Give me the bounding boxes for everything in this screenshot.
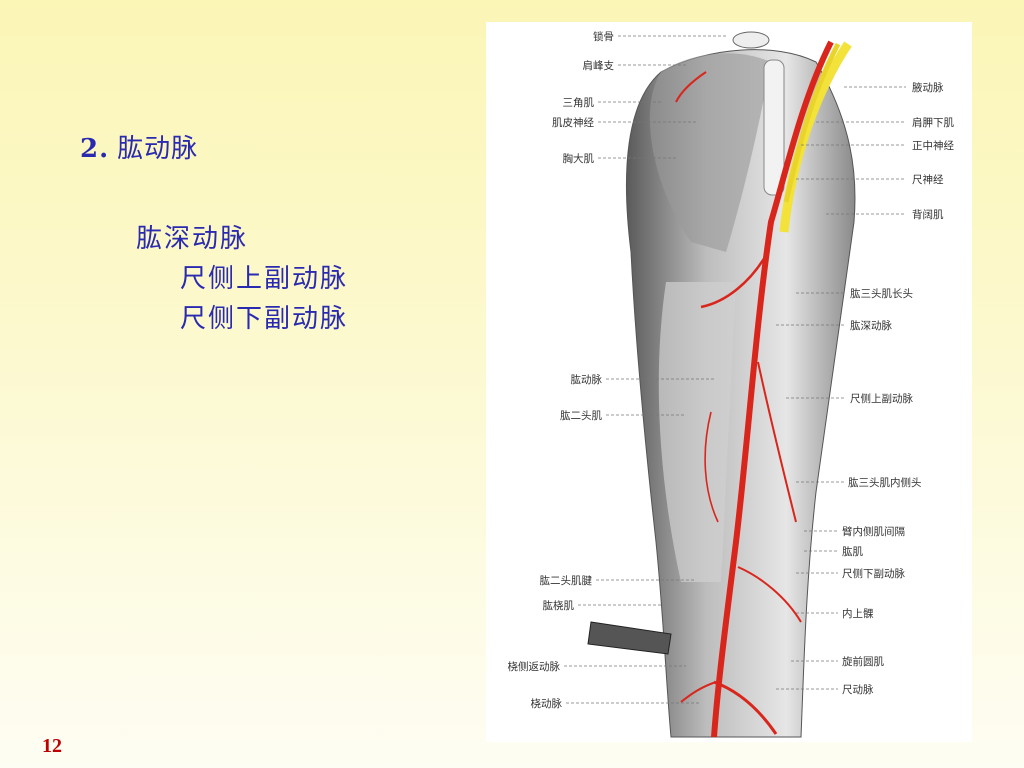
label-radial-artery: 桡动脉: [531, 697, 563, 710]
label-brachial-artery: 肱动脉: [571, 373, 603, 386]
deltoid-muscle: [649, 53, 771, 252]
label-biceps: 肱二头肌: [560, 409, 602, 422]
label-pronator-teres: 旋前圆肌: [842, 655, 884, 668]
retractor-tool: [587, 621, 672, 655]
label-subscapularis: 肩胛下肌: [912, 116, 954, 129]
label-latissimus-dorsi: 背阔肌: [912, 208, 944, 221]
label-clavicle: 锁骨: [593, 30, 614, 43]
brachial-artery: [711, 40, 834, 738]
label-brachioradialis: 肱桡肌: [543, 599, 575, 612]
label-deep-brachial-artery: 肱深动脉: [850, 319, 892, 332]
biceps-muscle: [658, 282, 736, 582]
leader-lines: [564, 35, 906, 704]
label-deltoid: 三角肌: [563, 97, 595, 109]
branch-inferior-ulnar-collateral: 尺侧下副动脉: [180, 304, 349, 334]
heading-number: 2.: [80, 134, 110, 164]
label-triceps-long-head: 肱三头肌长头: [850, 287, 913, 300]
label-inferior-ulnar-collateral: 尺侧下副动脉: [842, 567, 905, 580]
label-radial-recurrent-artery: 桡侧返动脉: [508, 660, 561, 673]
label-acromial-branch: 肩峰支: [583, 59, 615, 72]
inferior-ulnar-collateral-artery: [737, 566, 802, 623]
label-axillary-artery: 腋动脉: [912, 81, 944, 94]
label-medial-intermuscular-septum: 臂内侧肌间隔: [842, 525, 905, 538]
label-triceps-medial-head: 肱三头肌内侧头: [848, 476, 922, 489]
label-ulnar-artery: 尺动脉: [842, 683, 874, 696]
label-superior-ulnar-collateral: 尺侧上副动脉: [850, 392, 913, 405]
anatomy-figure: 锁骨 肩峰支 三角肌 肌皮神经 胸大肌 肱动脉 肱二头肌 肱二头肌腱 肱桡肌 桡…: [486, 22, 972, 742]
branch-superior-ulnar-collateral: 尺侧上副动脉: [180, 264, 349, 294]
label-pectoralis-major: 胸大肌: [563, 152, 595, 165]
label-ulnar-nerve: 尺神经: [912, 173, 944, 186]
deep-brachial-artery: [700, 251, 770, 309]
radial-recurrent-artery: [680, 681, 717, 703]
label-median-nerve: 正中神经: [912, 139, 954, 152]
pectoralis-cut-edge: [763, 59, 785, 196]
page-number: 12: [42, 735, 62, 757]
label-musculocutaneous-nerve: 肌皮神经: [552, 116, 594, 129]
branch-deep-brachial-artery: 肱深动脉: [136, 224, 249, 254]
label-medial-epicondyle: 内上髁: [842, 607, 874, 620]
label-biceps-tendon: 肱二头肌腱: [540, 574, 593, 587]
heading-title: 肱动脉: [117, 134, 199, 164]
label-brachialis: 肱肌: [842, 545, 863, 558]
section-heading: 2.肱动脉: [80, 128, 198, 165]
arm-illustration: 锁骨 肩峰支 三角肌 肌皮神经 胸大肌 肱动脉 肱二头肌 肱二头肌腱 肱桡肌 桡…: [508, 30, 954, 738]
muscular-branch: [704, 411, 719, 523]
clavicle-bone: [732, 31, 770, 49]
superior-ulnar-collateral-artery: [757, 361, 797, 523]
acromial-branch: [675, 71, 707, 103]
ulnar-artery: [713, 680, 778, 735]
median-nerve: [783, 42, 841, 203]
